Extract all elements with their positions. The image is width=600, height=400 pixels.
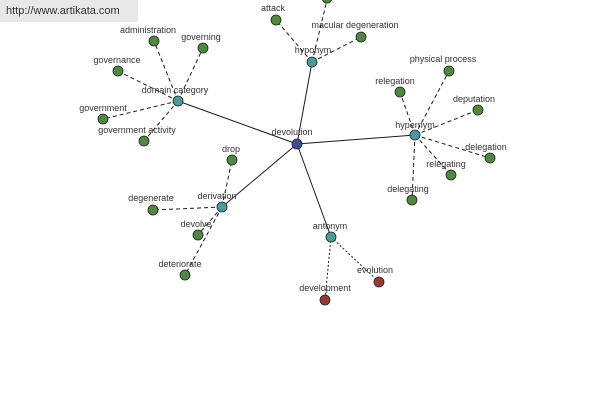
relation-nodes [172,56,421,243]
root-edges [177,61,416,238]
edge-root-derivation [221,143,298,208]
label-government-activity[interactable]: government activity [98,125,176,135]
label-delegating[interactable]: delegating [387,184,429,194]
edge-root-antonym [296,143,332,238]
label-degenerate[interactable]: degenerate [128,193,174,203]
label-government[interactable]: government [79,103,127,113]
node-derivation [216,201,228,213]
derivation-edges [152,159,233,276]
label-devolve[interactable]: devolve [180,219,211,229]
node-partial [321,0,333,4]
node-evolution [373,276,385,288]
label-root[interactable]: devolution [271,127,312,137]
label-development[interactable]: development [299,283,351,293]
node-macular-degeneration [355,31,367,43]
label-administration[interactable]: administration [120,25,176,35]
node-antonym [325,231,337,243]
label-hypernym[interactable]: hypernym [395,120,435,130]
node-labels: devolution hyponym hypernym domain categ… [79,3,507,293]
label-antonym[interactable]: antonym [313,221,348,231]
node-deputation [472,104,484,116]
node-degenerate [147,204,159,216]
edge-root-hypernym [296,134,416,145]
antonym-edges [324,236,380,301]
label-relegation[interactable]: relegation [375,76,415,86]
node-government [97,113,109,125]
node-root [291,138,303,150]
node-development [319,294,331,306]
node-delegating [406,194,418,206]
label-physical-process[interactable]: physical process [410,54,477,64]
node-physical-process [443,65,455,77]
label-attack[interactable]: attack [261,3,286,13]
label-relegating[interactable]: relegating [426,159,466,169]
node-deteriorate [179,269,191,281]
label-drop[interactable]: drop [222,144,240,154]
node-hyponym [306,56,318,68]
label-evolution[interactable]: evolution [357,265,393,275]
node-relegating [445,169,457,181]
label-governance[interactable]: governance [93,55,140,65]
word-nodes [97,0,496,306]
hypernym-edges [399,70,491,201]
node-government-activity [138,135,150,147]
edge-root-hyponym [296,61,313,145]
label-derivation[interactable]: derivation [197,191,236,201]
node-administration [148,35,160,47]
label-delegation[interactable]: delegation [465,142,507,152]
node-domain-category [172,95,184,107]
url-label[interactable]: http://www.artikata.com [0,0,138,22]
edge-root-domain-category [177,100,298,145]
hyponym-edges [275,0,362,63]
node-devolve [192,229,204,241]
node-governing [197,42,209,54]
label-governing[interactable]: governing [181,32,221,42]
node-relegation [394,86,406,98]
label-macular-degeneration[interactable]: macular degeneration [311,20,398,30]
domain-category-edges [102,40,204,142]
label-deteriorate[interactable]: deteriorate [158,259,201,269]
label-hyponym[interactable]: hyponym [295,45,332,55]
label-domain-category[interactable]: domain category [142,85,209,95]
node-governance [112,65,124,77]
node-drop [226,154,238,166]
node-attack [270,14,282,26]
node-delegation [484,152,496,164]
label-deputation[interactable]: deputation [453,94,495,104]
node-hypernym [409,129,421,141]
